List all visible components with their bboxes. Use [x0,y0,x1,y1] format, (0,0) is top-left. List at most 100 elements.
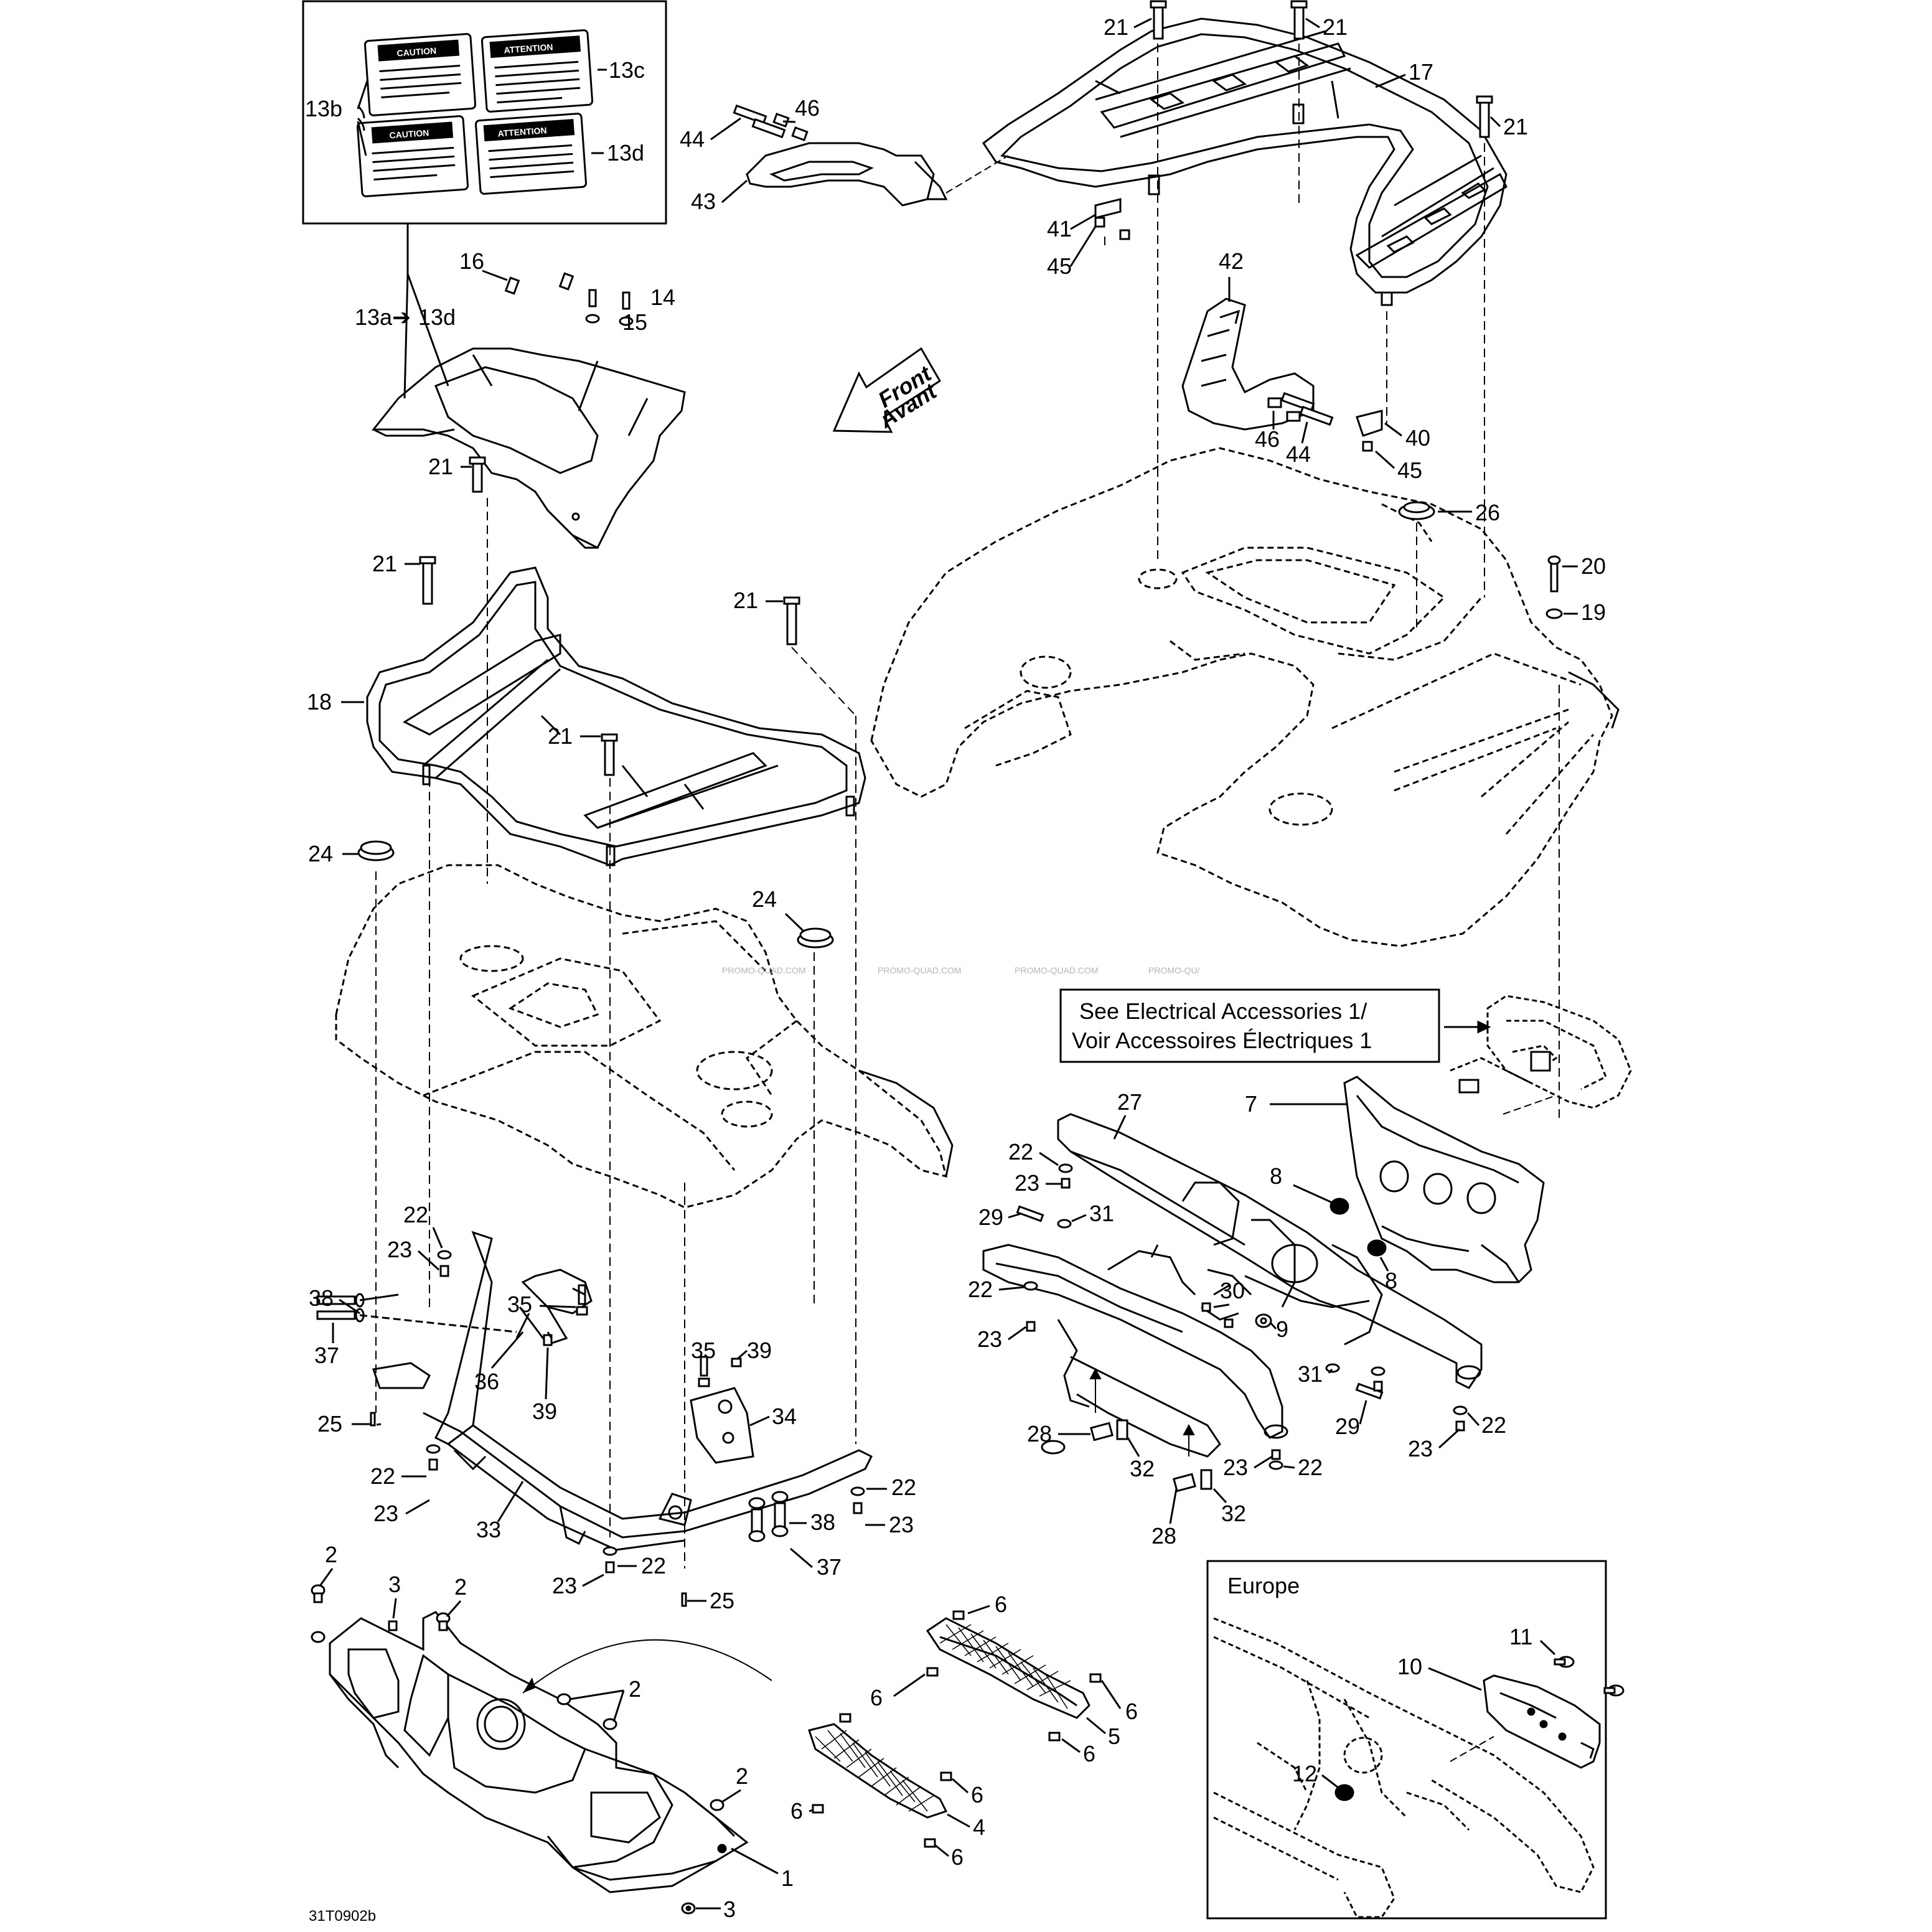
europe-title: Europe [1227,1573,1300,1598]
decal-caution-1-text: CAUTION [396,45,437,58]
callout-line-2: Voir Accessoires Électriques 1 [1072,1028,1372,1053]
label-7: 7 [1245,1091,1257,1117]
rear-fender-solid [1568,671,1620,729]
rear-rack [982,17,1508,306]
light-bracket-7 [1343,1076,1545,1283]
grommets-8 [1329,1198,1387,1257]
screws-11 [1554,1656,1625,1697]
label-31-b: 31 [1298,1361,1323,1387]
label-44-b: 44 [1286,441,1311,467]
label-14: 14 [650,284,675,310]
label-31-a: 31 [1089,1201,1114,1226]
plug-24-a [357,840,395,861]
bolts-21-front [419,456,800,776]
label-1: 1 [781,1865,794,1891]
label-29-a: 29 [978,1204,1003,1230]
label-6-f: 6 [790,1798,803,1824]
bolts-21-rear [1150,0,1493,138]
label-16: 16 [459,248,484,274]
label-13a: 13a [355,304,393,330]
label-38-a: 38 [309,1285,334,1311]
reference-code: 31T0902b [309,1908,376,1925]
label-18: 18 [307,689,332,715]
label-3-a: 3 [388,1572,401,1597]
arrow-glyph: ➔ [392,304,411,330]
label-20: 20 [1581,553,1606,579]
label-39-a: 39 [532,1399,557,1424]
front-bumper-frame [372,1231,873,1551]
label-9: 9 [1276,1316,1288,1342]
label-30: 30 [1220,1278,1245,1303]
front-hardware-leaders [359,1287,586,1426]
label-35-b: 35 [691,1338,716,1363]
label-27: 27 [1117,1089,1142,1115]
label-32-b: 32 [1221,1501,1246,1526]
label-13d-inset: 13d [607,140,644,166]
electrical-accessories-callout[interactable]: See Electrical Accessories 1/ Voir Acces… [1059,988,1491,1063]
callout-line-1: See Electrical Accessories 1/ [1079,998,1367,1024]
label-23-h: 23 [1223,1455,1248,1480]
label-21-d: 21 [548,723,573,749]
label-2-a: 2 [325,1542,337,1567]
label-21-f: 21 [1323,14,1348,40]
label-22-g: 22 [1481,1412,1506,1438]
tail-light-connector [1458,1051,1551,1094]
decal-attention-2: ATTENTION [474,113,588,195]
label-24-a: 24 [308,841,333,866]
label-45-a: 45 [1047,253,1072,279]
label-22-e: 22 [1008,1139,1033,1165]
front-guide-lines [375,498,856,1569]
label-36: 36 [474,1369,499,1394]
europe-inset: Europe 11 10 12 [1206,1560,1625,1920]
label-4: 4 [973,1814,985,1840]
label-22-a: 22 [403,1202,428,1227]
nut-12 [1334,1784,1354,1801]
rear-handle-43 [746,142,948,207]
decal-caution-2: CAUTION [356,115,469,197]
label-13c: 13c [609,57,645,83]
label-21-g: 21 [1503,114,1528,139]
label-23-d: 23 [552,1573,577,1598]
label-5: 5 [1108,1723,1120,1749]
label-41: 41 [1047,216,1072,242]
label-2-d: 2 [736,1763,748,1789]
rear-hardware [1016,1163,1468,1493]
label-33: 33 [476,1517,501,1542]
rear-handle-42 [1181,298,1315,431]
washer-19 [1545,608,1563,619]
front-bumper-cover [329,1611,749,1893]
label-25-b: 25 [710,1588,734,1613]
front-fender-solid [858,1069,954,1177]
label-37-b: 37 [817,1554,842,1580]
front-hardware [316,1250,865,1607]
handle-bolts-44-46 [733,104,809,141]
grille-lower-4 [808,1723,948,1819]
screw-20 [1547,555,1561,593]
label-24-b: 24 [752,886,777,912]
label-17: 17 [1409,59,1433,85]
grille-clips-6 [812,1610,1102,1848]
decal-caution-2-text: CAUTION [389,128,429,140]
front-console-panel [371,347,686,550]
decal-attention-1: ATTENTION [481,29,594,113]
decal-attention-2-text: ATTENTION [497,125,547,138]
label-6-d: 6 [1083,1741,1095,1766]
handle-bolts-rear [1094,198,1383,452]
label-46-a: 46 [795,95,820,121]
label-44-a: 44 [680,126,705,152]
front-direction-arrow: Front Avant [832,347,942,433]
label-23-f: 23 [977,1326,1002,1352]
label-22-c: 22 [891,1475,916,1500]
label-21-c: 21 [733,588,758,613]
europe-frame-sketch [1213,1617,1595,1918]
watermark-4: PROMO-QU/ [1148,965,1200,975]
label-25-a: 25 [317,1411,342,1437]
label-6-e: 6 [971,1782,983,1808]
rear-guide-lines [1104,44,1560,1120]
label-22-b: 22 [370,1463,395,1489]
label-21-a: 21 [428,454,453,479]
label-10: 10 [1397,1654,1422,1679]
bumper-screws [311,1584,724,1915]
label-13d: 13d [418,304,456,330]
label-2-b: 2 [454,1574,467,1600]
